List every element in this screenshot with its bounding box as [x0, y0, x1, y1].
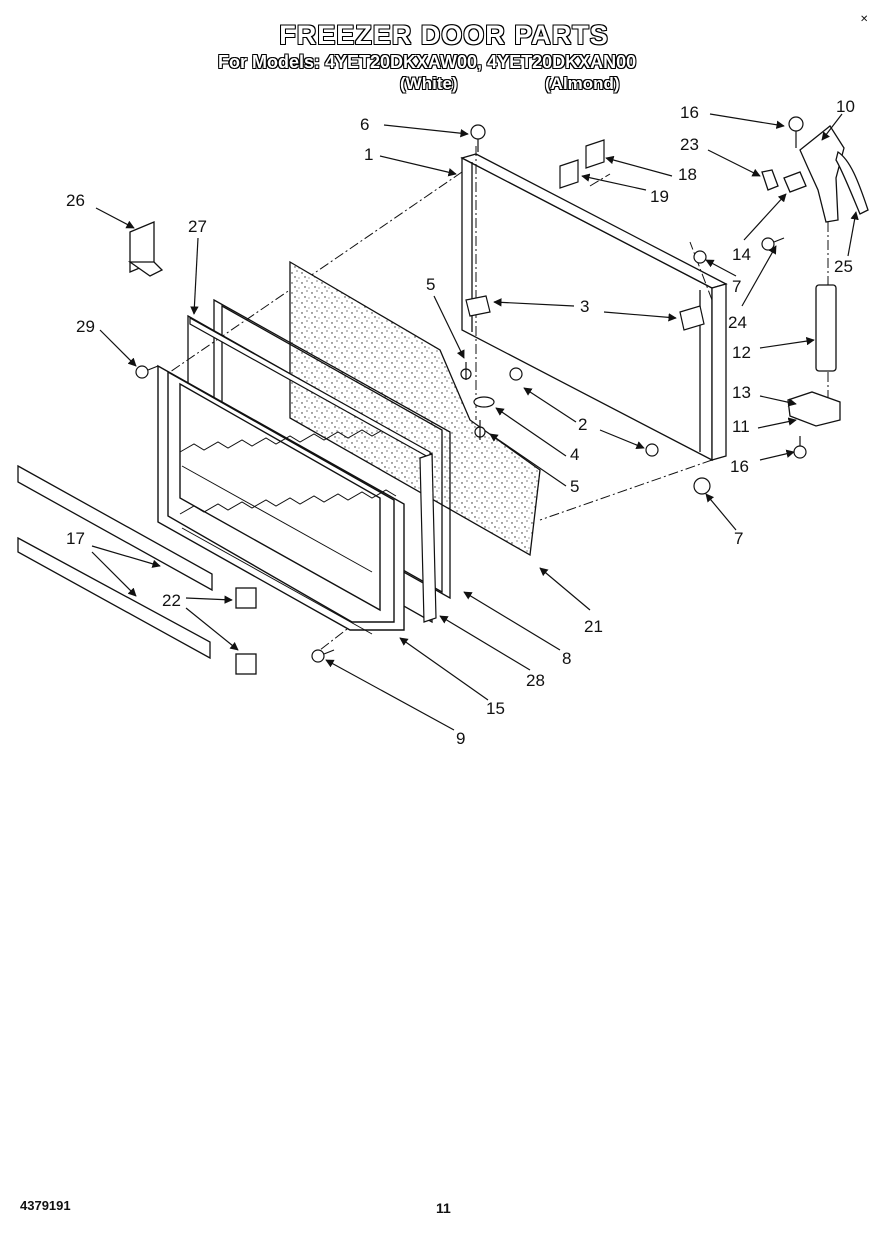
callout-1: 1 — [364, 145, 374, 164]
callout-5-top: 5 — [426, 275, 436, 294]
door-stops — [465, 295, 705, 331]
page-title: FREEZER DOOR PARTS — [279, 20, 609, 50]
callout-14: 14 — [732, 245, 751, 264]
callout-7-top: 7 — [732, 277, 742, 296]
callout-12: 12 — [732, 343, 751, 362]
callout-10: 10 — [836, 97, 855, 116]
callout-9: 9 — [456, 729, 466, 748]
outer-door-panel — [460, 153, 728, 462]
liner-shelf-ribs — [179, 427, 397, 635]
callout-13: 13 — [732, 383, 751, 402]
callout-29: 29 — [76, 317, 95, 336]
callout-18: 18 — [678, 165, 697, 184]
page-number: 11 — [436, 1200, 451, 1216]
callout-23: 23 — [680, 135, 699, 154]
screws — [135, 116, 807, 663]
callout-16-top: 16 — [680, 103, 699, 122]
callout-24: 24 — [728, 313, 747, 332]
callout-2: 2 — [578, 415, 588, 434]
rail-end-caps — [235, 587, 257, 675]
callout-6: 6 — [360, 115, 370, 134]
door-liner — [157, 364, 405, 631]
callout-21: 21 — [584, 617, 603, 636]
foam-insulation — [289, 260, 541, 557]
document-part-number: 4379191 — [20, 1198, 71, 1213]
callout-16-bottom: 16 — [730, 457, 749, 476]
trim-strips — [189, 316, 437, 623]
callout-7-bottom: 7 — [734, 529, 744, 548]
door-plates — [559, 139, 605, 189]
callout-8: 8 — [562, 649, 572, 668]
callout-19: 19 — [650, 187, 669, 206]
variant-almond-label: (Almond) — [545, 74, 620, 93]
callout-22: 22 — [162, 591, 181, 610]
callout-11: 11 — [732, 417, 750, 436]
bracket-part-26 — [127, 221, 164, 277]
callout-4: 4 — [570, 445, 580, 464]
callout-15: 15 — [486, 699, 505, 718]
corner-mark: ✕ — [860, 14, 869, 25]
variant-white-label: (White) — [400, 74, 458, 93]
callout-27: 27 — [188, 217, 207, 236]
models-line: For Models: 4YET20DKXAW00, 4YET20DKXAN00 — [218, 52, 637, 72]
callout-25: 25 — [834, 257, 853, 276]
shelf-rails — [17, 464, 213, 660]
hinge-assembly — [761, 125, 869, 427]
leader-lines — [91, 113, 859, 731]
callout-26: 26 — [66, 191, 85, 210]
callout-3: 3 — [580, 297, 590, 316]
callout-5-bottom: 5 — [570, 477, 580, 496]
callout-28: 28 — [526, 671, 545, 690]
callout-17: 17 — [66, 529, 85, 548]
